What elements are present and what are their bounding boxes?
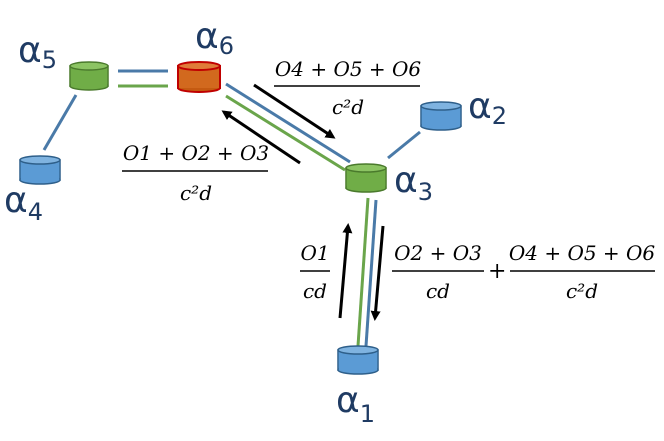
label-a5: α5 bbox=[18, 30, 57, 74]
cylinder-top bbox=[69, 61, 109, 71]
formula-top-right: O4 + O5 + O6 c²d bbox=[274, 57, 421, 119]
arrows bbox=[221, 83, 385, 321]
formula-up-denominator: cd bbox=[303, 279, 327, 303]
arrow-a1-to-a3 bbox=[338, 223, 353, 319]
cylinder-fill bbox=[421, 106, 461, 126]
formula-down-1-numerator: O2 + O3 bbox=[394, 241, 482, 265]
label-a1: α1 bbox=[336, 380, 375, 428]
link-a6-a3-green bbox=[225, 94, 346, 172]
cylinder-fill bbox=[338, 350, 378, 370]
formula-top-right-denominator: c²d bbox=[332, 95, 364, 119]
link-a3-a2 bbox=[387, 130, 421, 160]
cylinder-top bbox=[420, 101, 462, 111]
formula-down-2: O4 + O5 + O6 c²d bbox=[509, 241, 656, 303]
formula-left-denominator: c²d bbox=[180, 181, 212, 205]
node-a2 bbox=[420, 101, 462, 131]
link-a5-a4 bbox=[42, 94, 78, 151]
formula-up: O1 cd bbox=[300, 241, 330, 303]
arrow-a3-to-a1 bbox=[370, 225, 385, 321]
cylinder-top bbox=[177, 61, 221, 71]
formula-left-numerator: O1 + O2 + O3 bbox=[123, 141, 269, 165]
node-a1 bbox=[337, 345, 379, 375]
cylinder-fill bbox=[346, 168, 386, 188]
label-a2: α2 bbox=[468, 86, 507, 130]
cylinder-top bbox=[19, 155, 61, 165]
link-a6-a3-blue bbox=[225, 82, 351, 164]
arrow-a6-to-a3 bbox=[253, 83, 336, 139]
formula-up-numerator: O1 bbox=[300, 241, 329, 265]
arrow-a3-to-a6 bbox=[221, 110, 301, 165]
cylinder-fill bbox=[70, 66, 108, 86]
formula-plus-sign: + bbox=[488, 259, 506, 284]
formula-down-1: O2 + O3 cd bbox=[392, 241, 484, 303]
cylinder-top bbox=[345, 163, 387, 173]
formula-left: O1 + O2 + O3 c²d bbox=[122, 141, 269, 205]
links bbox=[42, 69, 421, 347]
formula-down-2-numerator: O4 + O5 + O6 bbox=[509, 241, 656, 265]
cylinder-fill bbox=[20, 160, 60, 180]
label-a4: α4 bbox=[4, 180, 43, 226]
formula-top-right-numerator: O4 + O5 + O6 bbox=[275, 57, 422, 81]
link-a3-a1-green bbox=[356, 197, 370, 347]
link-a3-a1-blue bbox=[364, 199, 378, 347]
cylinder-top bbox=[337, 345, 379, 355]
node-a5 bbox=[69, 61, 109, 91]
formula-down-2-denominator: c²d bbox=[566, 279, 598, 303]
node-a4 bbox=[19, 155, 61, 185]
node-a3 bbox=[345, 163, 387, 193]
cylinder-fill bbox=[179, 66, 219, 88]
label-a3: α3 bbox=[394, 160, 433, 206]
node-a6 bbox=[177, 61, 221, 93]
formula-down-1-denominator: cd bbox=[426, 279, 450, 303]
label-a6: α6 bbox=[195, 16, 234, 60]
